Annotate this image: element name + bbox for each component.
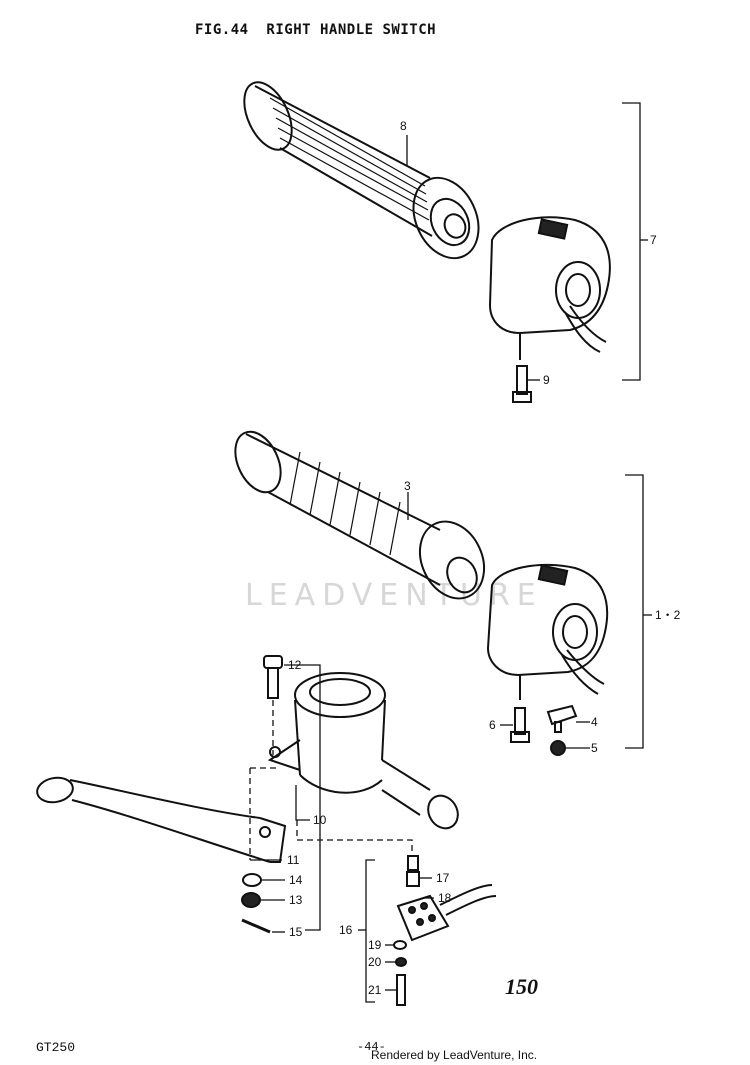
callout-15: 15 xyxy=(289,925,303,939)
nut-13-illustration xyxy=(241,892,261,908)
callout-21: 21 xyxy=(368,983,382,997)
clip-4-illustration xyxy=(546,704,578,733)
model-code: GT250 xyxy=(36,1040,76,1055)
callout-8: 8 xyxy=(400,119,407,133)
screw-21-illustration xyxy=(396,974,406,1006)
callout-4: 4 xyxy=(591,715,598,729)
callout-6: 6 xyxy=(489,718,496,732)
callout-18: 18 xyxy=(438,891,452,905)
switch-17-illustration xyxy=(406,855,420,887)
callout-10: 10 xyxy=(313,813,327,827)
callout-7: 7 xyxy=(650,233,657,247)
screw-6-illustration xyxy=(510,707,530,743)
render-credit: Rendered by LeadVenture, Inc. xyxy=(371,1048,538,1062)
callout-11: 11 xyxy=(287,853,300,867)
page-code: 150 xyxy=(505,974,538,999)
callout-17: 17 xyxy=(436,871,450,885)
bolt-12-illustration xyxy=(263,655,283,699)
spring-15-illustration xyxy=(241,918,271,934)
callout-19: 19 xyxy=(368,938,382,952)
leader-10 xyxy=(295,785,310,821)
callout-1-2: 1・2 xyxy=(655,608,681,622)
callout-3: 3 xyxy=(404,479,411,493)
watermark: LEADVENTURE xyxy=(245,578,543,613)
bracket-12-15 xyxy=(284,664,321,931)
washer-14-illustration xyxy=(242,873,262,887)
bracket-16 xyxy=(365,859,375,1003)
brake-lever-11-illustration xyxy=(36,776,287,863)
switch-body-18-illustration xyxy=(396,884,497,942)
master-cylinder-10-illustration xyxy=(267,672,459,830)
grip-3-illustration xyxy=(234,430,486,600)
dash-switch xyxy=(296,820,413,856)
callout-5: 5 xyxy=(591,741,598,755)
bracket-1-2 xyxy=(625,474,644,749)
switch-housing-7-illustration xyxy=(488,216,611,360)
screw-9-illustration xyxy=(512,365,532,403)
figure-title: FIG.44 RIGHT HANDLE SWITCH xyxy=(195,22,437,38)
page-number: -44- xyxy=(357,1040,386,1054)
callout-16: 16 xyxy=(339,923,353,937)
callout-13: 13 xyxy=(289,893,303,907)
nut-20-illustration xyxy=(395,957,407,967)
switch-housing-1-2-illustration xyxy=(486,563,609,700)
callout-14: 14 xyxy=(289,873,303,887)
nut-5-illustration xyxy=(550,740,566,756)
callout-20: 20 xyxy=(368,955,382,969)
bracket-7 xyxy=(622,102,641,381)
callout-12: 12 xyxy=(288,658,302,672)
grip-8-illustration xyxy=(243,81,480,260)
washer-19-illustration xyxy=(393,940,407,950)
callout-9: 9 xyxy=(543,373,550,387)
